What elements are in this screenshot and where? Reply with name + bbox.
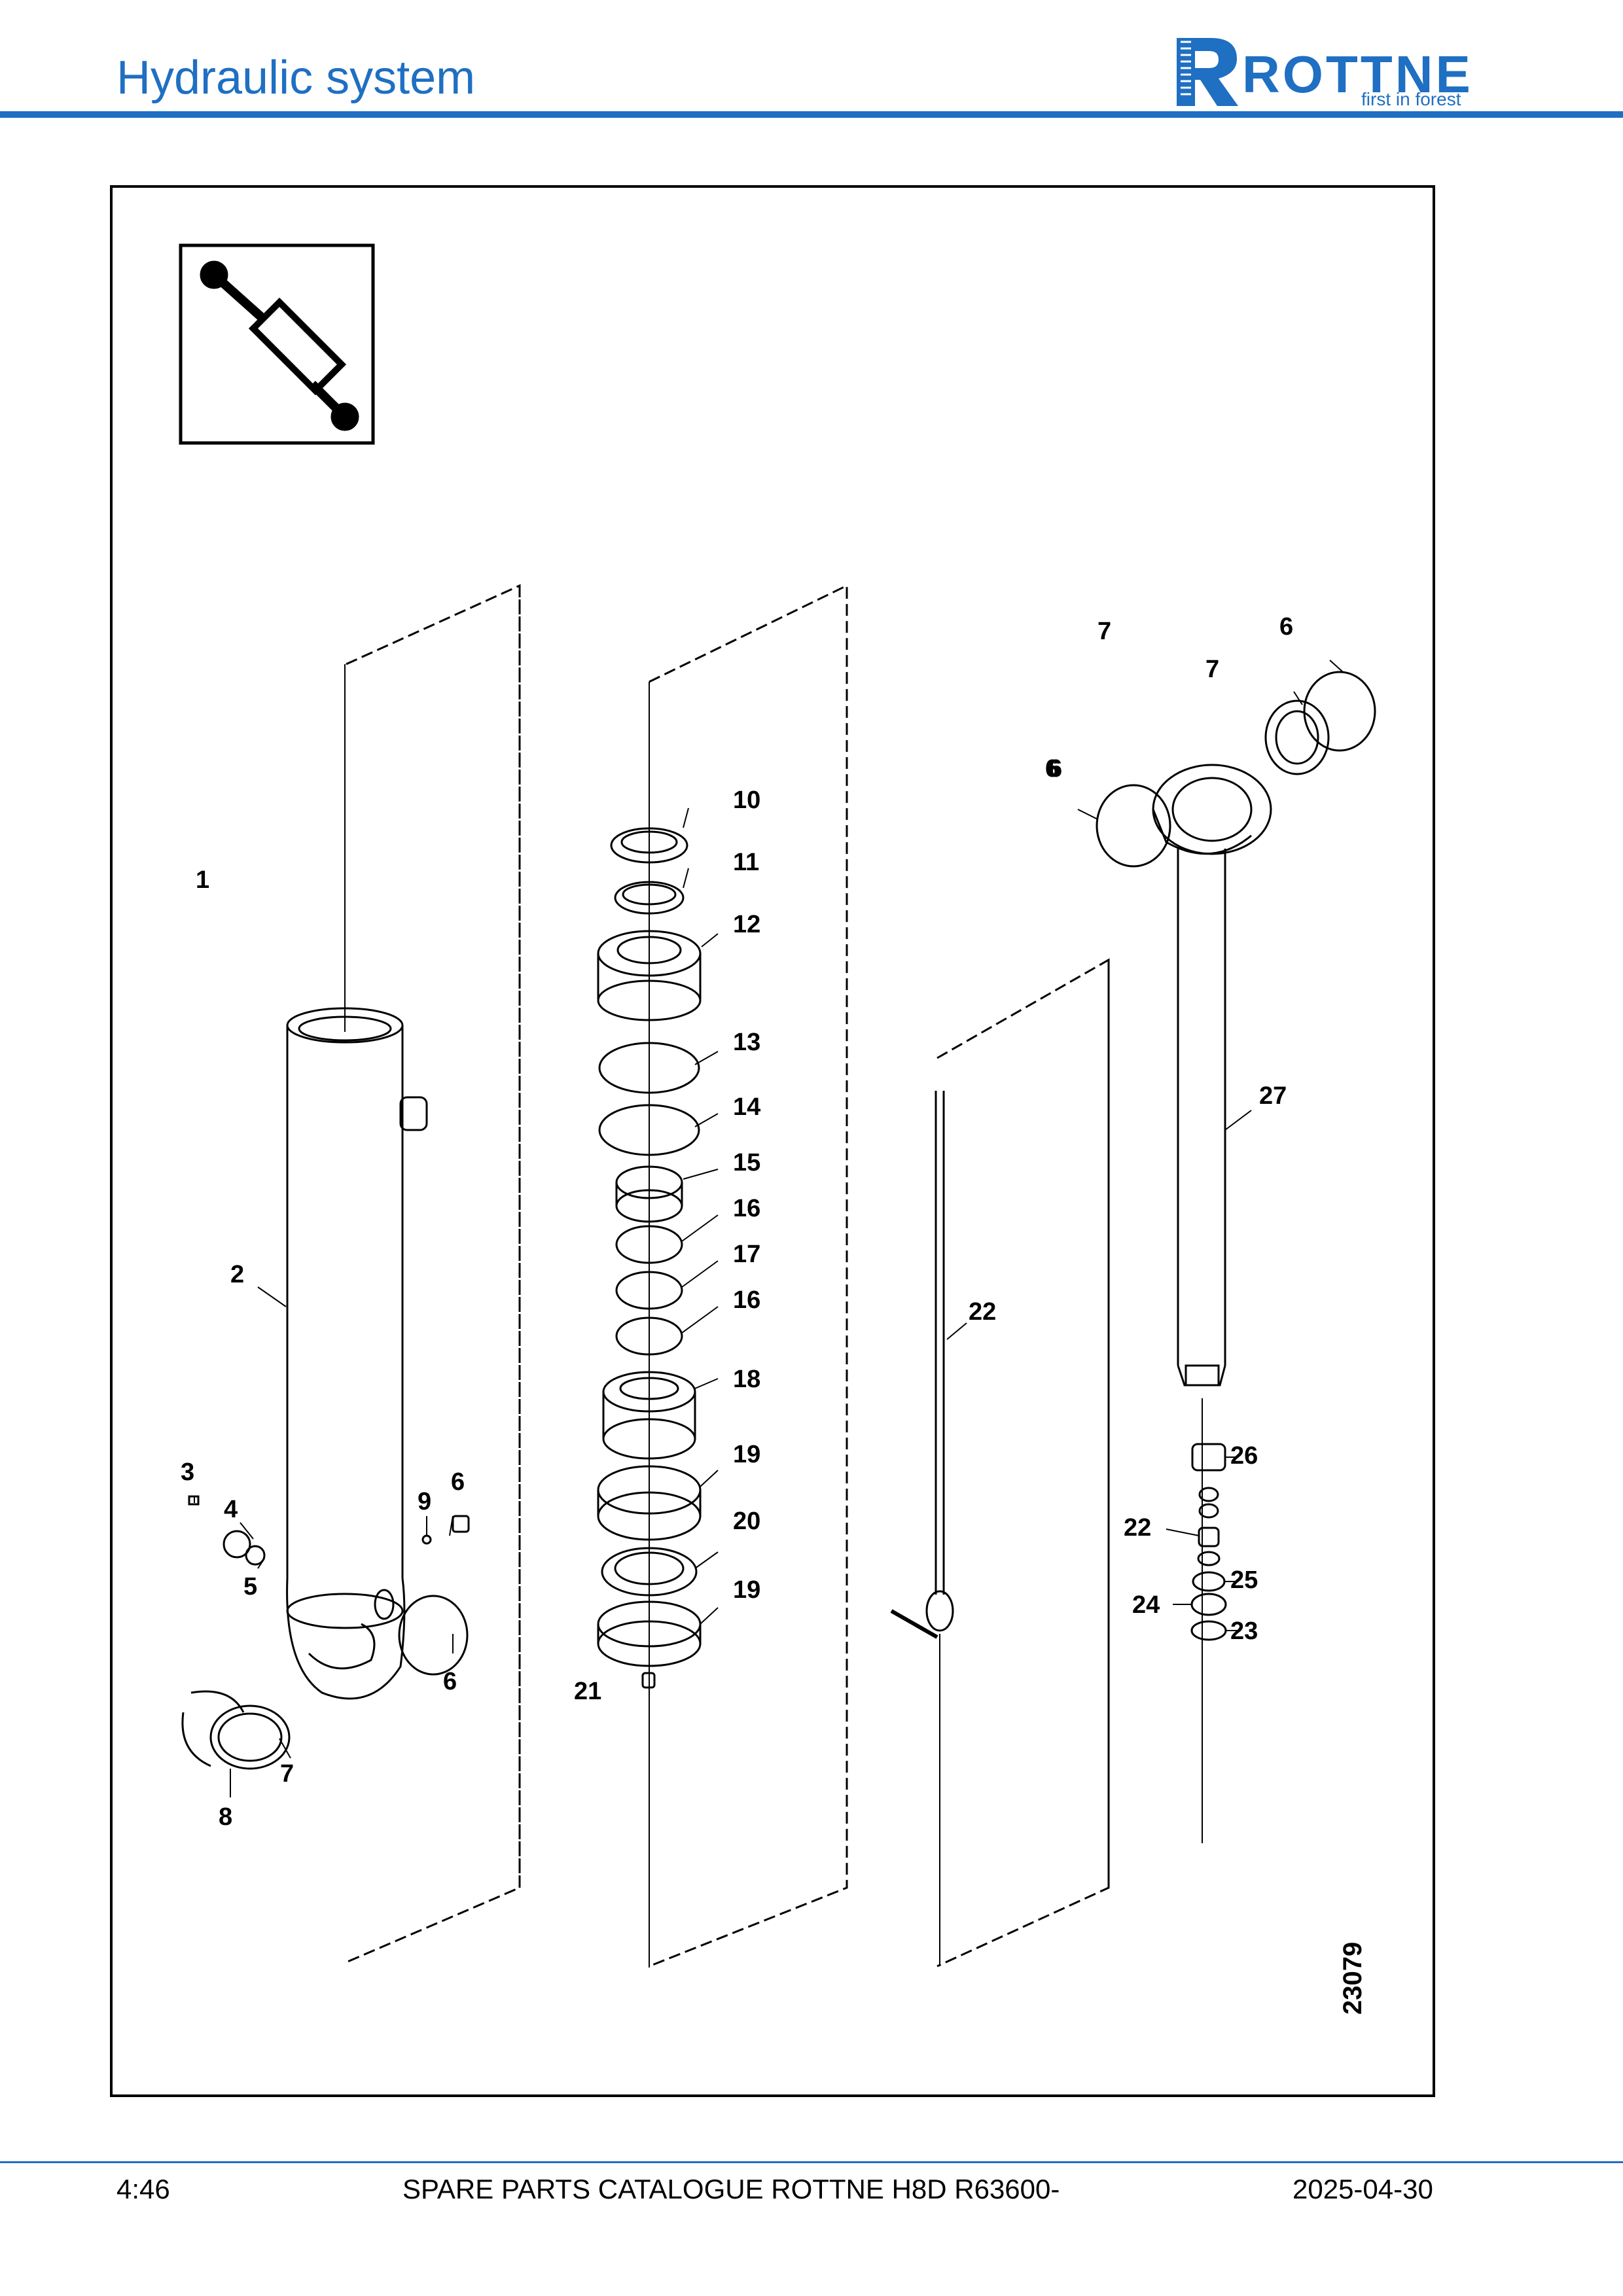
- page-number: 4:46: [116, 2174, 170, 2204]
- callout-label: 26: [1230, 1442, 1258, 1470]
- callout-label: 6: [451, 1468, 465, 1496]
- cylinder-exploded-diagram: 1 2 3 4 5 6 7 8 9 6 7 6 10 11 12 13 14 1…: [179, 243, 1376, 2015]
- callout-label: 22: [1124, 1514, 1151, 1542]
- callout-label: 7: [1097, 618, 1111, 645]
- rottne-r-icon: [1177, 38, 1238, 106]
- callout-label: 20: [733, 1508, 760, 1535]
- callout-label: 16: [733, 1195, 760, 1222]
- callout-label: 24: [1132, 1591, 1160, 1619]
- callout-label: 13: [733, 1029, 760, 1056]
- catalogue-title: SPARE PARTS CATALOGUE ROTTNE H8D R63600-: [402, 2174, 1060, 2204]
- exploded-view-drawing: 1 2 3 4 5 6 7 8 9 6 7 6 10 11 12 13 14 1…: [110, 185, 1435, 2097]
- callout-label: 19: [733, 1576, 760, 1604]
- callout-label: 11: [733, 849, 759, 876]
- callout-label: 27: [1259, 1082, 1287, 1110]
- footer-divider: [0, 2161, 1623, 2163]
- callout-label: 9: [418, 1488, 431, 1515]
- callout-label: 4: [224, 1496, 238, 1523]
- callout-label: 1: [196, 866, 209, 894]
- callout-label: 18: [733, 1366, 760, 1393]
- callout-label: 6: [1048, 755, 1062, 783]
- callout-label: 21: [574, 1678, 601, 1705]
- sensor-rod-part: [890, 1091, 954, 1639]
- callout-label: 5: [243, 1573, 257, 1600]
- callout-label: 22: [969, 1298, 996, 1326]
- callout-label: 17: [733, 1241, 760, 1268]
- publication-date: 2025-04-30: [1293, 2174, 1433, 2204]
- callout-label: 8: [219, 1803, 232, 1831]
- callout-label: 6: [1045, 755, 1059, 783]
- callout-label: 23: [1230, 1617, 1258, 1645]
- callout-label: 3: [181, 1458, 194, 1486]
- callout-label: 7: [280, 1760, 294, 1788]
- callout-label: 10: [733, 786, 760, 814]
- callout-label: 6: [443, 1668, 457, 1695]
- callout-label: 16: [733, 1286, 760, 1314]
- logo-wordmark: ROTTNE: [1242, 45, 1473, 103]
- callout-label: 14: [733, 1093, 760, 1121]
- callout-label: 25: [1230, 1566, 1258, 1594]
- callout-label: 19: [733, 1441, 760, 1468]
- callout-label: 7: [1205, 656, 1219, 683]
- header-divider: [0, 111, 1623, 118]
- figure-number: 23079: [1338, 1942, 1367, 2015]
- cylinder-barrel-part: [286, 1007, 428, 1700]
- callout-label: 2: [230, 1261, 244, 1288]
- callout-label: 15: [733, 1149, 760, 1176]
- piston-rod-part: [1096, 671, 1376, 1641]
- hydraulic-cylinder-icon: [179, 243, 375, 445]
- page-title: Hydraulic system: [116, 52, 476, 104]
- callout-label: 6: [1279, 613, 1293, 641]
- callout-label: 12: [733, 911, 760, 938]
- rottne-logo: ROTTNE first in forest: [1171, 33, 1512, 111]
- logo-tagline: first in forest: [1361, 89, 1461, 109]
